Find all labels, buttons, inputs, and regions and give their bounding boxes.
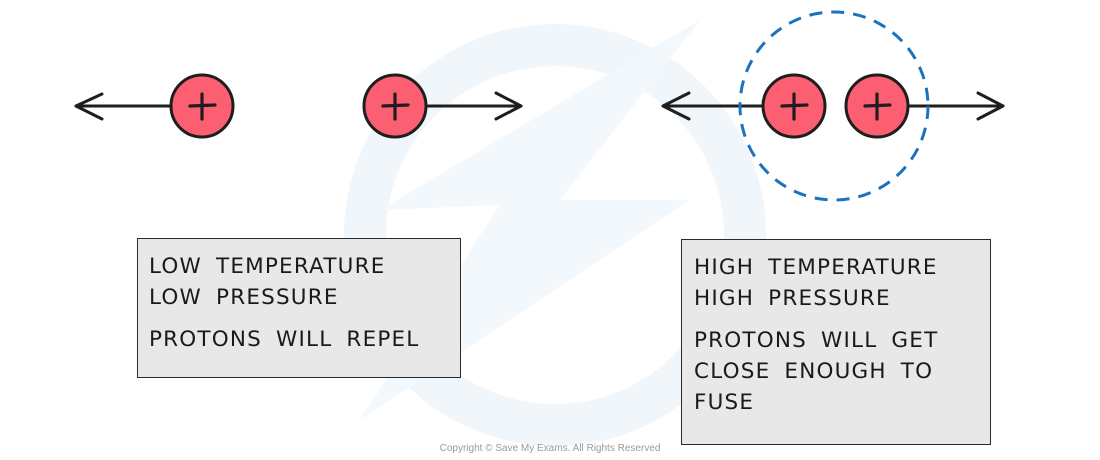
result-text: FUSE	[694, 390, 755, 415]
result-text: PROTONS WILL GET	[694, 328, 939, 353]
copyright-notice: Copyright © Save My Exams. All Rights Re…	[439, 443, 661, 454]
condition-pressure: HIGH PRESSURE	[694, 286, 891, 311]
fusion-zone-dashed-circle	[738, 10, 930, 202]
proton	[362, 73, 428, 139]
proton	[844, 73, 910, 139]
result-text: PROTONS WILL REPEL	[149, 327, 420, 352]
arrow-left-icon	[661, 91, 765, 121]
arrow-left-icon	[74, 92, 173, 121]
high-conditions-label-box: HIGH TEMPERATURE HIGH PRESSURE PROTONS W…	[681, 239, 991, 445]
result-text: CLOSE ENOUGH TO	[694, 359, 934, 384]
arrow-right-icon	[424, 91, 523, 121]
low-conditions-label-box: LOW TEMPERATURE LOW PRESSURE PROTONS WIL…	[137, 238, 461, 378]
proton	[761, 73, 827, 139]
left-scenario	[74, 73, 523, 139]
condition-temperature: HIGH TEMPERATURE	[694, 255, 938, 280]
watermark-ring	[344, 24, 766, 446]
right-scenario	[661, 10, 1005, 202]
arrow-right-icon	[906, 91, 1005, 121]
condition-temperature: LOW TEMPERATURE	[149, 254, 386, 279]
proton	[169, 73, 235, 139]
condition-pressure: LOW PRESSURE	[149, 285, 339, 310]
